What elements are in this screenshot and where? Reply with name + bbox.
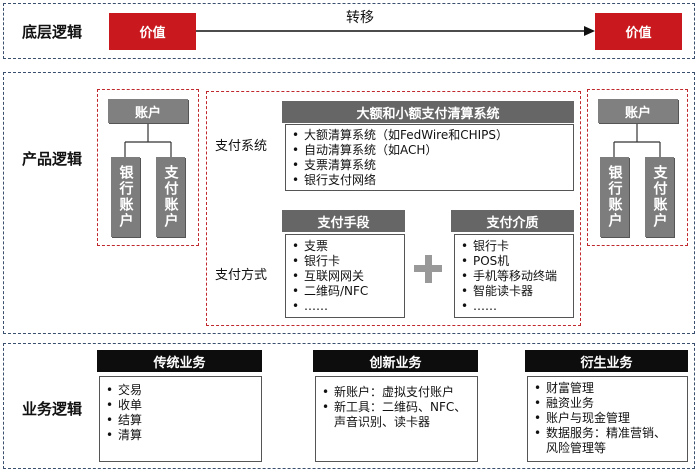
- business-logic-section: [3, 343, 695, 469]
- innovative-business-list: 新账户：虚拟支付账户新工具：二维码、NFC、声音识别、读卡器: [315, 376, 478, 462]
- list-item: 收单: [100, 398, 261, 413]
- list-item: 新工具：二维码、NFC、: [316, 400, 477, 415]
- list-item: 支票: [286, 239, 404, 254]
- list-item: 互联网网关: [286, 269, 404, 284]
- list-item: POS机: [455, 254, 573, 269]
- list-item: 银行卡: [455, 239, 573, 254]
- account-group-left: [97, 89, 199, 246]
- derivative-business-list: 财富管理融资业务账户与现金管理数据服务：精准营销、风险管理等: [527, 376, 688, 462]
- account-header-left: 账户: [108, 99, 188, 123]
- list-item: ……: [286, 299, 404, 314]
- payment-media-list: 银行卡POS机手机等移动终端智能读卡器……: [454, 234, 574, 318]
- account-header-right: 账户: [598, 99, 678, 123]
- pay-account-right: 支付账户: [645, 157, 674, 237]
- list-item: 二维码/NFC: [286, 284, 404, 299]
- list-item: 手机等移动终端: [455, 269, 573, 284]
- payment-group: [206, 91, 581, 326]
- list-item: 支票清算系统: [286, 158, 573, 173]
- list-item: 智能读卡器: [455, 284, 573, 299]
- traditional-business-header: 传统业务: [97, 350, 262, 372]
- list-item: 账户与现金管理: [528, 411, 687, 426]
- list-item: 银行支付网络: [286, 173, 573, 188]
- list-item: 声音识别、读卡器: [334, 415, 431, 429]
- list-item: 新账户：虚拟支付账户: [316, 385, 477, 400]
- bank-account-left: 银行账户: [111, 157, 140, 237]
- transfer-arrowhead: [584, 26, 595, 36]
- innovative-business-header: 创新业务: [313, 350, 478, 372]
- payment-means-list: 支票银行卡互联网网关二维码/NFC……: [285, 234, 405, 318]
- bottom-logic-section: [3, 3, 695, 59]
- list-item: 自动清算系统（如ACH）: [286, 143, 573, 158]
- derivative-business-header: 衍生业务: [525, 350, 688, 372]
- account-group-right: [587, 89, 688, 246]
- plus-icon: [414, 255, 442, 283]
- traditional-business-list: 交易收单结算清算: [99, 376, 262, 462]
- list-item: 银行卡: [286, 254, 404, 269]
- payment-method-label: 支付方式: [215, 268, 268, 283]
- list-item: 清算: [100, 428, 261, 443]
- pay-account-left: 支付账户: [156, 157, 185, 237]
- payment-media-header: 支付介质: [451, 210, 574, 232]
- list-item: 融资业务: [528, 396, 687, 411]
- product-logic-section: [3, 72, 695, 334]
- payment-system-label: 支付系统: [215, 139, 268, 154]
- list-item: 交易: [100, 383, 261, 398]
- row-label-business: 业务逻辑: [22, 400, 83, 418]
- row-label-product: 产品逻辑: [22, 150, 83, 168]
- list-item: 结算: [100, 413, 261, 428]
- list-item: ……: [455, 299, 573, 314]
- list-item: 数据服务：精准营销、: [528, 426, 687, 441]
- payment-means-header: 支付手段: [282, 210, 405, 232]
- value-box-left: 价值: [109, 13, 196, 50]
- bank-account-right: 银行账户: [600, 157, 629, 237]
- list-item: 大额清算系统（如FedWire和CHIPS）: [286, 128, 573, 143]
- row-label-bottom: 底层逻辑: [22, 23, 83, 41]
- list-item: 财富管理: [528, 381, 687, 396]
- value-box-right: 价值: [595, 13, 682, 50]
- payment-system-list: 大额清算系统（如FedWire和CHIPS）自动清算系统（如ACH）支票清算系统…: [285, 124, 574, 191]
- list-item: 风险管理等: [546, 441, 607, 455]
- payment-system-header: 大额和小额支付清算系统: [282, 101, 574, 123]
- transfer-label: 转移: [346, 10, 374, 26]
